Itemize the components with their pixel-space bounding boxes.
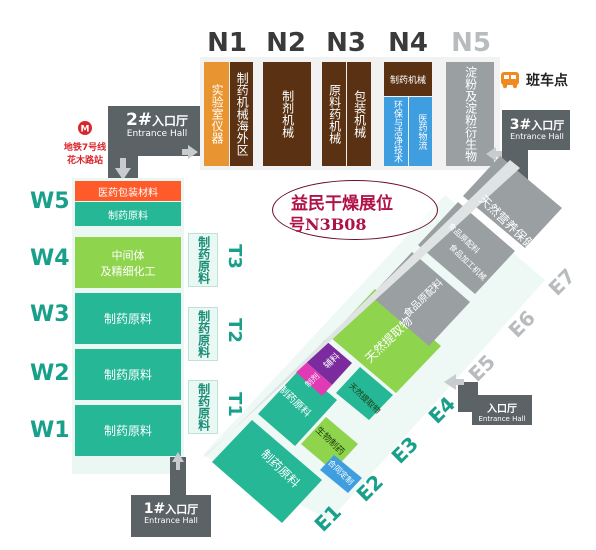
hall-w5-packaging[interactable]: 医药包装材料: [75, 181, 181, 201]
entrance-4-box: [472, 395, 532, 425]
booth-line1: 益民干燥展位: [291, 194, 393, 214]
hall-e7[interactable]: [463, 156, 562, 248]
entrance-2-hash: #: [137, 110, 153, 130]
entrance-4-en: Entrance Hall: [478, 414, 526, 423]
metro-stop: 花木路站: [66, 156, 103, 166]
hall-w1-label: 制药原料: [103, 424, 152, 438]
shuttle-point[interactable]: 班车点: [499, 68, 589, 92]
hall-code-n3: N3: [326, 28, 366, 58]
hall-n3-pack-label: 包装机械: [352, 90, 367, 138]
hall-n4-env[interactable]: 环保与洁净技术: [384, 97, 408, 166]
metro-line: 地铁7号线: [63, 143, 107, 153]
hall-e3-nat[interactable]: [336, 367, 393, 420]
hall-w5-materials[interactable]: 制药原料: [75, 202, 181, 226]
entrance-3-path: [502, 110, 570, 150]
hall-e2-bio-green[interactable]: [301, 417, 358, 471]
east-walkway: [200, 160, 520, 460]
entrance-1-stem: [170, 457, 186, 497]
entrance-1-arrow-icon: [172, 452, 184, 470]
bus-icon: [501, 72, 519, 89]
hall-n4-top[interactable]: 制药机械: [384, 62, 432, 96]
metro-icon: M: [78, 121, 92, 135]
entrance-1-path: [131, 495, 211, 537]
hall-w3-label: 制药原料: [103, 312, 152, 326]
entrance-2-label: 1 2#入口厅 Entrance Hall: [111, 110, 203, 139]
booth-line2: 号N3B08: [289, 215, 367, 234]
hall-w1[interactable]: 制药原料: [75, 405, 181, 456]
hall-n4-logistics-label: 医药物流: [416, 113, 427, 150]
hall-n2[interactable]: 制剂机械: [263, 62, 311, 166]
hall-n4-env-label: 环保与洁净技术: [391, 100, 402, 163]
hall-n3-api-label: 原料药机械: [327, 84, 342, 144]
hall-w4-line2: 及精细化工: [100, 264, 156, 278]
hall-n4-top-label: 制药机械: [389, 75, 426, 86]
shuttle-label: 班车点: [526, 73, 568, 89]
hall-t2[interactable]: 制药原料: [188, 307, 218, 361]
hall-n1-overseas[interactable]: 制药机械海外区: [230, 62, 253, 166]
hall-w4[interactable]: 中间体 及精细化工: [75, 237, 181, 288]
hall-t2-label: 制药原料: [196, 310, 211, 358]
hall-w5-packaging-label: 医药包装材料: [98, 187, 158, 199]
entrance-2-arrow-icon: [115, 158, 131, 180]
hall-code-w5: W5: [30, 189, 70, 214]
hall-code-w1: W1: [30, 418, 70, 443]
hall-code-n4: N4: [388, 28, 428, 58]
entrance-2-right-arrow-icon: [182, 145, 198, 159]
entrance-1-label: 1#入口厅 Entrance Hall: [131, 500, 211, 525]
hall-n3-pack[interactable]: 包装机械: [347, 62, 371, 166]
hall-n1-lab[interactable]: 实验室仪器: [204, 62, 229, 166]
hall-w3[interactable]: 制药原料: [75, 293, 181, 344]
hall-n5-label: 淀粉及淀粉衍生物: [463, 66, 478, 162]
hall-code-w3: W3: [30, 302, 70, 327]
hall-code-n5: N5: [451, 28, 491, 58]
hall-n4-logistics[interactable]: 医药物流: [409, 97, 432, 166]
hall-n1-lab-label: 实验室仪器: [210, 84, 225, 144]
hall-e6[interactable]: [418, 202, 515, 294]
entrance-1-number: 1: [143, 501, 154, 517]
entrance-1-hash: #: [153, 501, 166, 517]
entrance-4-arrow-icon: [444, 374, 464, 390]
svg-text:M: M: [81, 125, 90, 135]
hall-w4-line1: 中间体: [111, 248, 145, 262]
entrance-2-path: [108, 106, 200, 156]
entrance-3-label: 3#入口厅 Entrance Hall: [504, 116, 570, 141]
hall-t3[interactable]: 制药原料: [188, 233, 218, 287]
booth-callout[interactable]: 益民干燥展位 号N3B08: [272, 180, 438, 240]
entrance-2-number: 2: [125, 110, 138, 130]
entrance-3-en: Entrance Hall: [510, 131, 564, 141]
hall-n2-label: 制剂机械: [280, 90, 295, 138]
entrance-2-cn: 入口厅: [152, 114, 189, 128]
entrance-3-arrow-icon: [486, 147, 502, 161]
hall-code-n2: N2: [266, 28, 306, 58]
entrance-2-en: Entrance Hall: [126, 128, 188, 139]
hall-e2-contract[interactable]: [320, 455, 362, 493]
entrance-3-number: 3: [509, 117, 520, 133]
hall-t1[interactable]: 制药原料: [188, 380, 218, 434]
entrance-1-en: Entrance Hall: [144, 515, 198, 525]
hall-n5[interactable]: 淀粉及淀粉衍生物: [446, 62, 494, 166]
entrance-4-label: 入口厅 Entrance Hall: [472, 399, 532, 423]
hall-w2-label: 制药原料: [103, 368, 152, 382]
entrance-3-cn: 入口厅: [531, 119, 565, 132]
hall-t1-label: 制药原料: [196, 383, 211, 431]
hall-w2[interactable]: 制药原料: [75, 349, 181, 400]
entrance-3-hash: #: [519, 117, 532, 133]
hall-n3-api[interactable]: 原料药机械: [322, 62, 346, 166]
hall-code-w2: W2: [30, 361, 70, 386]
entrance-4-cn: 入口厅: [487, 404, 517, 415]
hall-e1[interactable]: [212, 420, 322, 523]
metro-station[interactable]: M 地铁7号线 花木路站: [55, 120, 115, 166]
hall-t3-label: 制药原料: [196, 236, 211, 284]
entrance-1-cn: 入口厅: [165, 503, 199, 516]
hall-code-w4: W4: [30, 246, 70, 271]
hall-code-n1: N1: [207, 28, 247, 58]
hall-e4-formulation[interactable]: [296, 361, 332, 396]
hall-w5-materials-label: 制药原料: [108, 210, 148, 222]
hall-n1-overseas-label: 制药机械海外区: [235, 72, 250, 156]
